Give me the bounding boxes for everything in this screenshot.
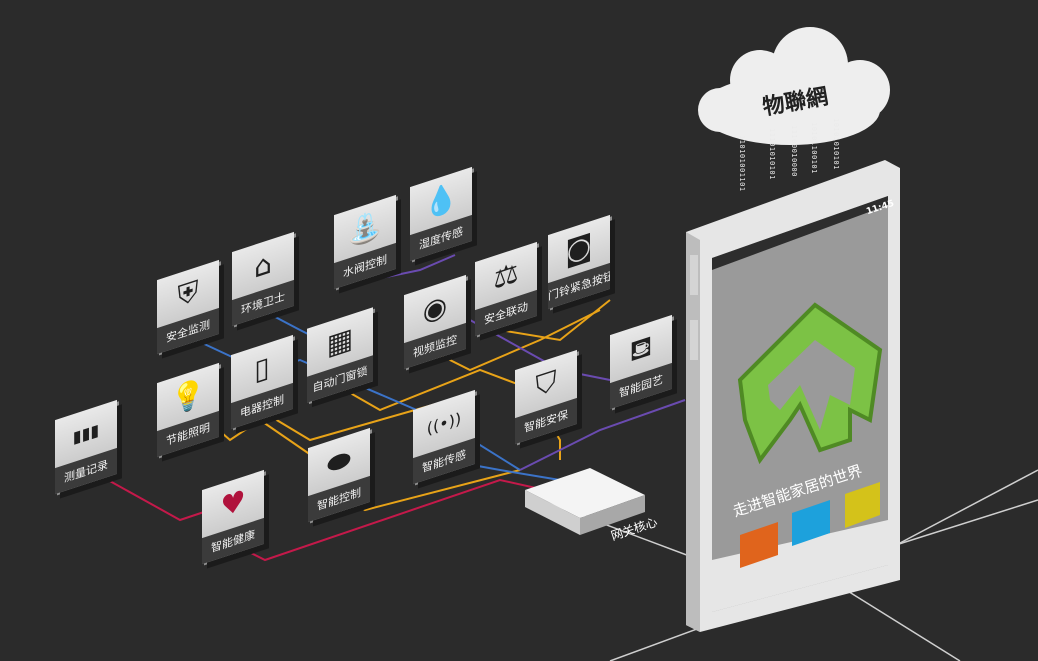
yellow-wire [259, 399, 451, 442]
data-stream: 10101100101 [810, 122, 818, 174]
data-stream: 11100010000 [790, 125, 798, 177]
data-stream: 10101010101 [832, 118, 840, 170]
data-stream: 11101010101 [768, 128, 776, 180]
doorbell-label: 门铃 [548, 282, 570, 304]
data-stream: 110101001101 [738, 135, 746, 192]
purple-wire [371, 254, 456, 281]
red-wire [234, 478, 546, 562]
yellow-wire [499, 299, 611, 342]
red-wire [89, 469, 211, 522]
yellow-wire [429, 309, 601, 372]
purple-wire [519, 399, 686, 471]
floor-line [879, 499, 1038, 551]
floor-line [829, 579, 961, 661]
yellow-wire [344, 368, 521, 412]
